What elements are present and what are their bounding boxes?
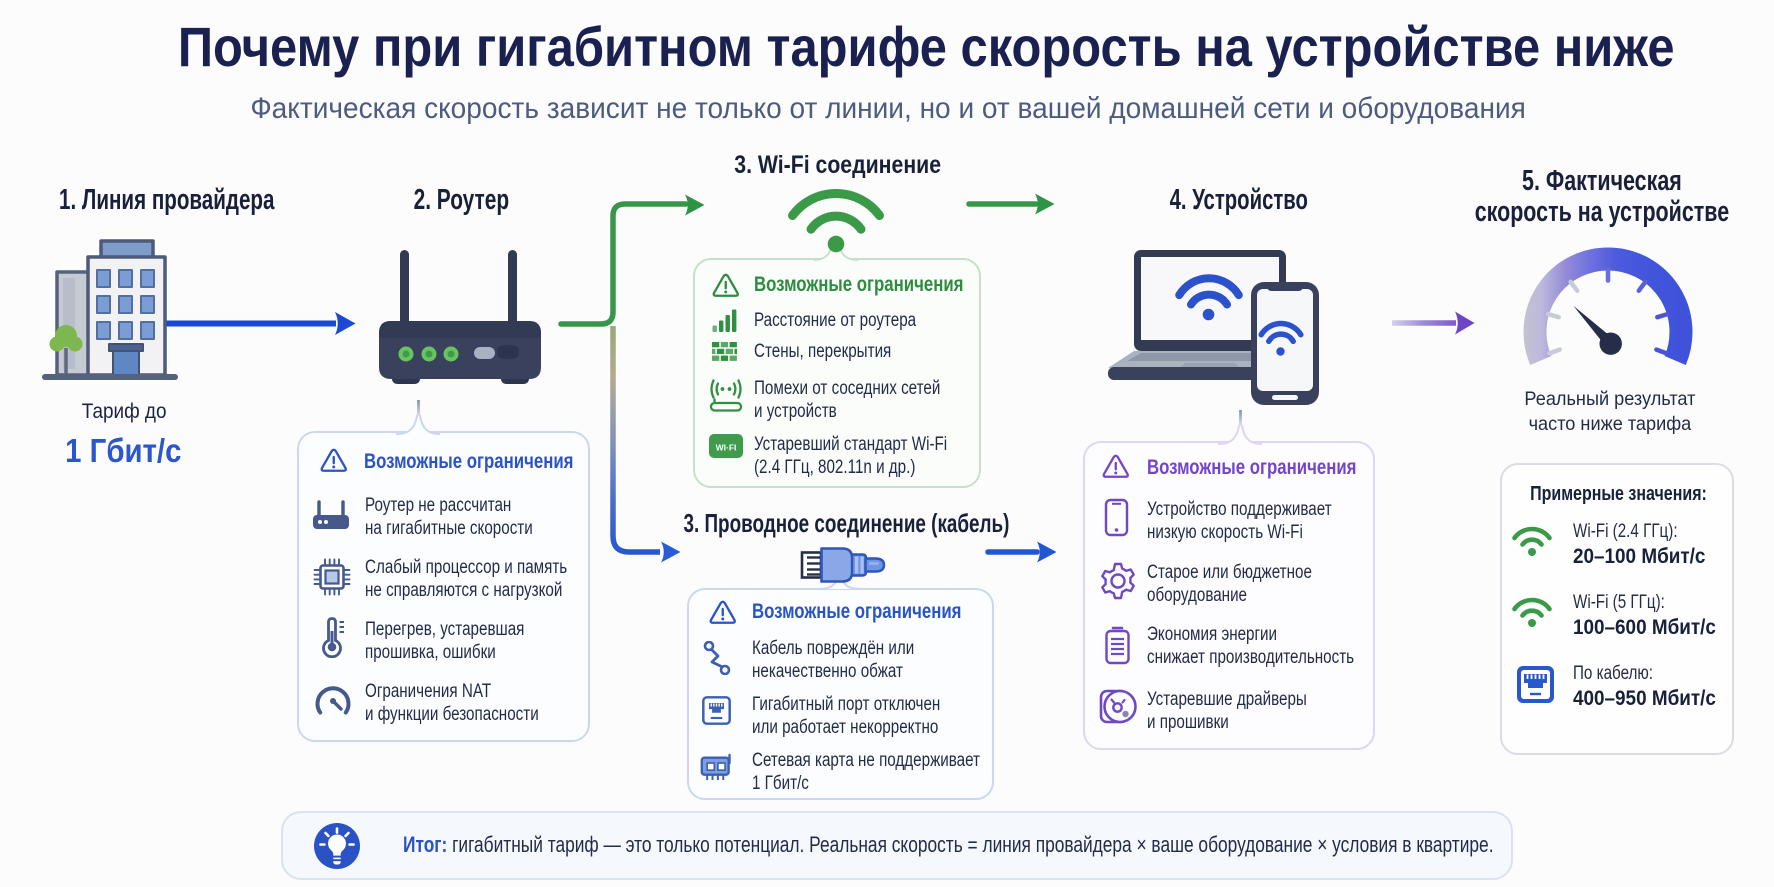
svg-text:WI·FI: WI·FI: [716, 443, 737, 453]
